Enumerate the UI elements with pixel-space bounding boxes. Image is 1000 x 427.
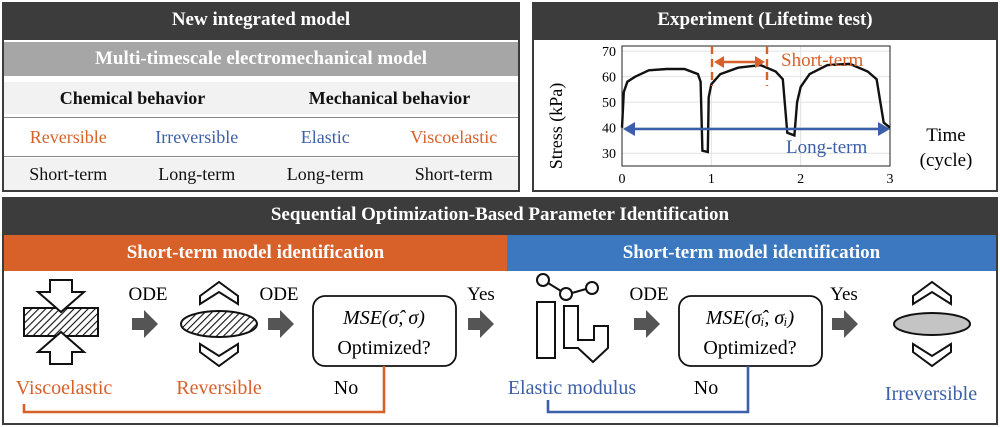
short-term-arrowhead-right	[755, 56, 765, 68]
timescales-row: Short-term Long-term Long-term Short-ter…	[4, 158, 518, 190]
y-tick-label: 60	[602, 71, 616, 86]
yes-label-2: Yes	[830, 284, 858, 305]
behavior-headers-row: Chemical behavior Mechanical behavior	[4, 82, 518, 114]
optimization-frame	[2, 233, 998, 425]
mse-decision-box-2	[678, 295, 823, 367]
orange-feedback-loop	[22, 366, 386, 414]
elastic-label: Elastic	[300, 126, 350, 147]
x-tick-label: 0	[619, 172, 626, 187]
flow-arrow-1	[132, 310, 158, 338]
stress-series-line	[620, 62, 891, 154]
yes-arrow-1	[468, 310, 494, 338]
long-term-label: Long-term	[786, 137, 867, 158]
integrated-model-title: New integrated model	[2, 2, 520, 38]
viscoelastic-caption: Viscoelastic	[16, 377, 113, 399]
left-identification-header: Short-term model identification	[4, 235, 507, 271]
x-tick-label: 2	[797, 172, 804, 187]
y-axis-label: Stress (kPa)	[546, 83, 567, 170]
y-tick-label: 70	[602, 45, 616, 60]
elastic-modulus-icon	[536, 273, 609, 364]
irreversible-icon	[893, 280, 971, 368]
short-term-label: Short-term	[781, 50, 864, 71]
optimized-question-2: Optimized?	[703, 337, 796, 359]
experiment-frame	[532, 38, 998, 192]
mechanical-behavior-header: Mechanical behavior	[308, 87, 471, 108]
elastic-modulus-caption: Elastic modulus	[508, 377, 637, 399]
multi-timescale-subtitle: Multi-timescale electromechanical model	[4, 42, 518, 76]
timescale-elastic: Long-term	[286, 163, 364, 184]
lifetime-chart: Stress (kPa) 30 40 50 60 70 0 1 2 3 Short-term L…	[546, 45, 973, 187]
ode-label-3: ODE	[629, 284, 668, 305]
y-tick-label: 40	[602, 122, 616, 137]
timescale-viscoelastic: Short-term	[414, 163, 493, 184]
viscoelastic-label: Viscoelastic	[410, 126, 498, 147]
long-term-arrowhead-left	[623, 122, 635, 136]
y-tick-label: 50	[602, 96, 616, 111]
mse-formula-2: MSE(σ̂ᵢ, σᵢ)	[705, 307, 795, 329]
chemical-behavior-header: Chemical behavior	[59, 87, 206, 108]
behavior-types-row: Reversible Irreversible Elastic Viscoela…	[4, 120, 518, 154]
short-term-arrowhead-left	[714, 56, 724, 68]
identification-flow: Viscoelastic ODE Reversible ODE MSE(σ̂, …	[16, 273, 977, 414]
no-label-2: No	[694, 377, 718, 399]
flow-arrow-3	[634, 310, 660, 338]
x-tick-label: 1	[708, 172, 715, 187]
timescale-irreversible: Long-term	[158, 163, 236, 184]
y-tick-label: 30	[602, 147, 616, 162]
irreversible-label: Irreversible	[155, 126, 239, 147]
flow-arrow-2	[268, 310, 294, 338]
experiment-title: Experiment (Lifetime test)	[532, 2, 998, 38]
mse-formula-1: MSE(σ̂, σ)	[342, 307, 425, 329]
reversible-icon	[180, 280, 258, 368]
ode-label-1: ODE	[128, 284, 167, 305]
right-identification-header: Short-term model identification	[507, 235, 996, 271]
no-label-1: No	[334, 377, 358, 399]
irreversible-caption: Irreversible	[885, 383, 977, 405]
x-tick-label: 3	[887, 172, 894, 187]
optimization-title: Sequential Optimization-Based Parameter …	[2, 197, 998, 233]
integrated-model-frame	[2, 38, 520, 192]
x-axis-label-time: Time	[926, 125, 965, 146]
x-axis-label-cycle: (cycle)	[920, 150, 973, 171]
yes-arrow-2	[832, 310, 858, 338]
ode-label-2: ODE	[259, 284, 298, 305]
viscoelastic-icon	[23, 279, 99, 365]
yes-label-1: Yes	[467, 284, 495, 305]
timescale-reversible: Short-term	[29, 163, 108, 184]
reversible-label: Reversible	[29, 126, 107, 147]
reversible-caption: Reversible	[176, 377, 262, 399]
optimized-question-1: Optimized?	[337, 337, 430, 359]
blue-feedback-loop	[546, 366, 750, 414]
long-term-arrowhead-right	[878, 122, 890, 136]
